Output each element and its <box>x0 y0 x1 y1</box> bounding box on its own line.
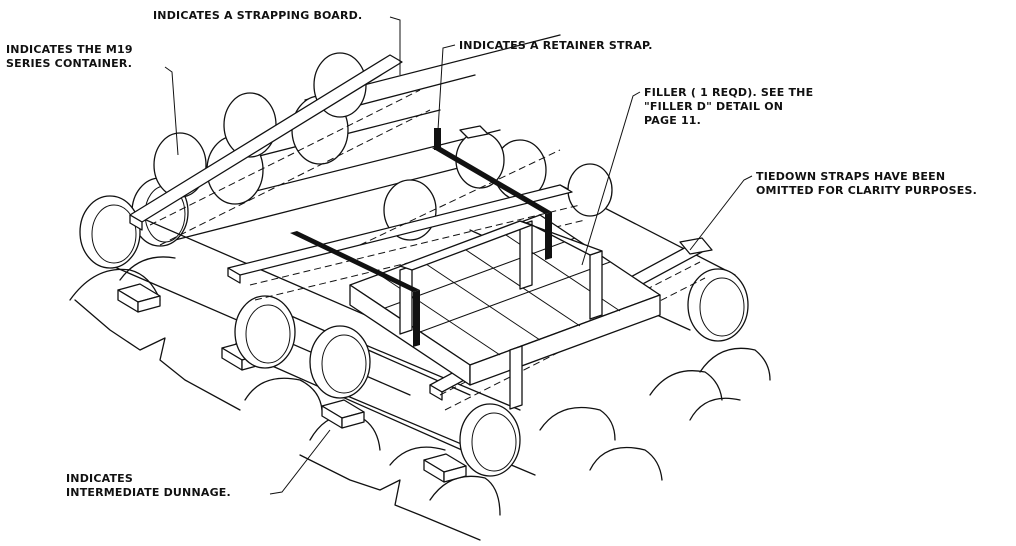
filler-text-line-2: "FILLER D" DETAIL ON <box>644 100 784 113</box>
container-text-line-1: INDICATES THE M19 <box>6 43 133 56</box>
dunnage-label: INDICATES INTERMEDIATE DUNNAGE. <box>66 472 231 500</box>
retainer-strap-text: INDICATES A RETAINER STRAP. <box>459 39 653 52</box>
strapping-board-text: INDICATES A STRAPPING BOARD. <box>153 9 363 22</box>
strapping-board-label: INDICATES A STRAPPING BOARD. <box>153 9 362 23</box>
container-text-line-2: SERIES CONTAINER. <box>6 57 133 70</box>
tiedown-text-line-2: OMITTED FOR CLARITY PURPOSES. <box>756 184 977 197</box>
leader-lines <box>164 16 753 495</box>
dunnage-text-line-1: INDICATES <box>66 472 133 485</box>
filler-text-line-3: PAGE 11. <box>644 114 702 127</box>
upper-tier-front-row <box>79 131 749 477</box>
dunnage-text-line-2: INTERMEDIATE DUNNAGE. <box>66 486 231 499</box>
retainer-straps <box>290 128 552 347</box>
tiedown-text-line-1: TIEDOWN STRAPS HAVE BEEN <box>756 170 946 183</box>
lower-tier <box>69 256 771 541</box>
filler-text-line-1: FILLER ( 1 REQD). SEE THE <box>644 86 814 99</box>
container-label: INDICATES THE M19 SERIES CONTAINER. <box>6 43 133 71</box>
filler-label: FILLER ( 1 REQD). SEE THE "FILLER D" DET… <box>644 86 813 128</box>
retainer-strap-label: INDICATES A RETAINER STRAP. <box>459 39 653 53</box>
tiedown-label: TIEDOWN STRAPS HAVE BEEN OMITTED FOR CLA… <box>756 170 977 198</box>
